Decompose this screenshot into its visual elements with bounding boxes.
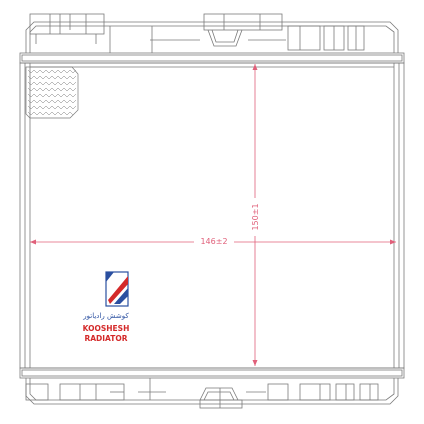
radiator-core (19, 62, 405, 369)
top-tank (19, 13, 405, 64)
brand-name-persian: کوشش رادیاتور (82, 312, 129, 320)
brand-name-line1: KOOSHESH (83, 324, 130, 333)
brand-name-line2: RADIATOR (84, 334, 127, 343)
brand-logo: کوشش رادیاتور KOOSHESH RADIATOR (82, 271, 130, 343)
dimension-lines (30, 64, 396, 366)
bottom-tank (19, 367, 405, 409)
height-dimension-label: 150±1 (251, 203, 260, 230)
fin-pattern (27, 69, 77, 116)
logo-mark (105, 271, 129, 307)
width-dimension-label: 146±2 (200, 237, 227, 246)
